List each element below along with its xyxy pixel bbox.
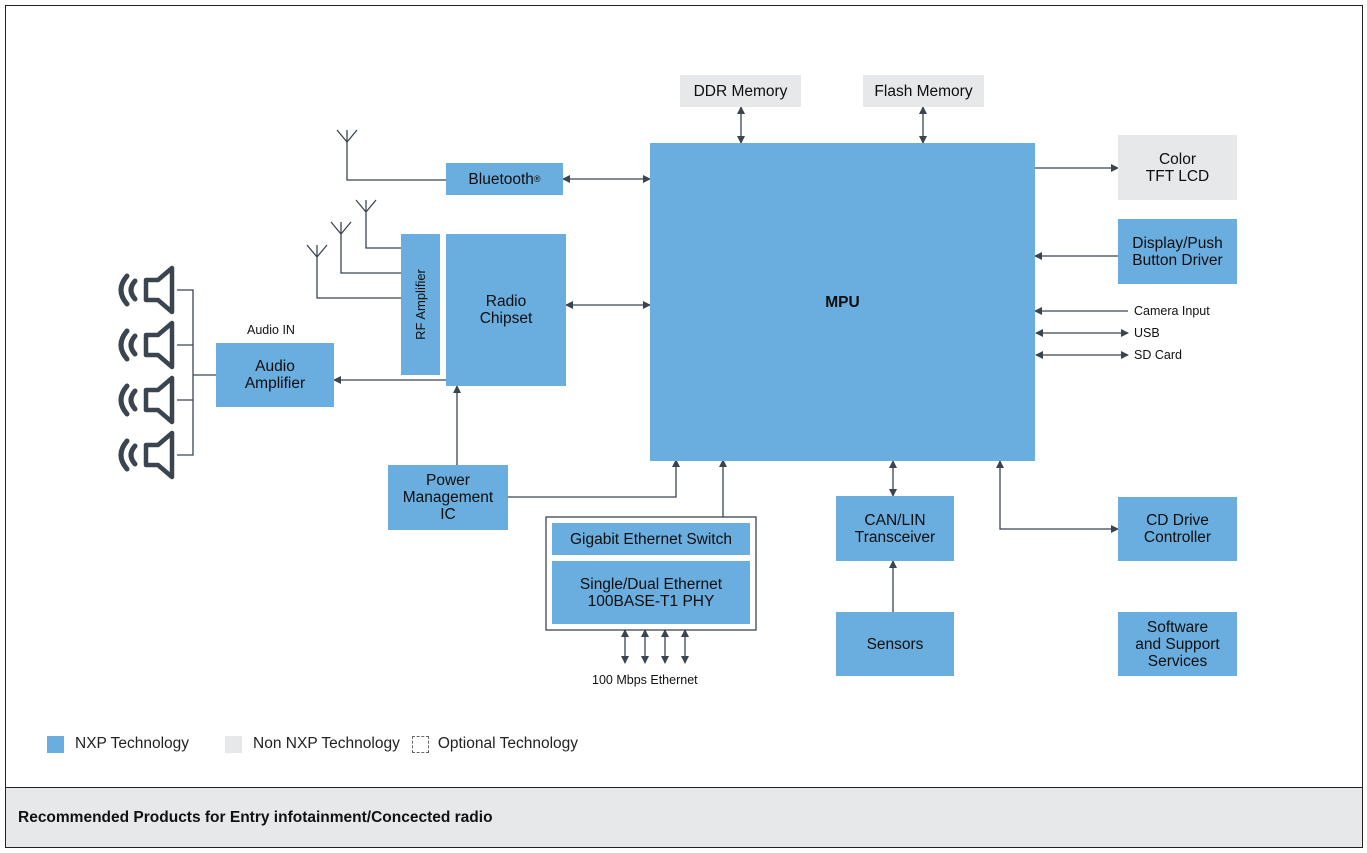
bt-antenna-icon	[336, 129, 446, 181]
radio-label-line2: Chipset	[479, 310, 533, 327]
display-label-line2: Button Driver	[1132, 251, 1223, 269]
rf-amplifier-label: RF Amplifier	[413, 269, 429, 340]
audio-amp-line2: Amplifier	[244, 375, 306, 392]
bluetooth-block: Bluetooth®	[446, 163, 563, 195]
legend-non-nxp-label: Non NXP Technology	[253, 735, 400, 752]
sd-card-label: SD Card	[1134, 348, 1182, 362]
eth-phy-line2: 100BASE-T1 PHY	[587, 592, 715, 610]
pmic-line2: Management	[402, 489, 494, 506]
tft-label-line1: Color	[1158, 150, 1197, 168]
ddr-memory-block: DDR Memory	[680, 75, 801, 107]
recommended-products-title: Recommended Products for Entry infotainm…	[18, 808, 493, 826]
ethernet-group-outline	[545, 516, 757, 631]
ddr-memory-label: DDR Memory	[693, 82, 788, 100]
cd-line1: CD Drive	[1146, 512, 1209, 529]
sw-line3: Services	[1147, 652, 1208, 670]
legend-optional-label: Optional Technology	[437, 735, 579, 752]
speaker-3-icon	[118, 375, 175, 425]
radio-chipset-block: Radio Chipset	[446, 234, 566, 386]
legend-optional-swatch	[411, 735, 429, 753]
display-label-line1: Display/Push	[1132, 234, 1223, 252]
audio-amplifier-block: Audio Amplifier	[216, 343, 334, 407]
bluetooth-registered-mark: ®	[533, 173, 541, 184]
speaker-1-icon	[118, 265, 175, 315]
software-services-block: Software and Support Services	[1118, 612, 1237, 676]
gigabit-switch-block: Gigabit Ethernet Switch	[552, 523, 750, 555]
legend-nxp-swatch	[47, 735, 64, 753]
ethernet-speed-label: 100 Mbps Ethernet	[592, 673, 698, 687]
camera-input-label: Camera Input	[1134, 304, 1210, 318]
rf-antenna-1-icon	[355, 199, 401, 249]
rf-amplifier-block: RF Amplifier	[401, 234, 440, 375]
gig-switch-label: Gigabit Ethernet Switch	[570, 530, 732, 548]
can-lin-block: CAN/LIN Transceiver	[836, 496, 954, 561]
eth-phy-line1: Single/Dual Ethernet	[579, 575, 723, 593]
radio-label-line1: Radio	[485, 293, 527, 310]
audio-in-label: Audio IN	[247, 323, 295, 337]
cd-line2: Controller	[1143, 529, 1212, 546]
mpu-block: MPU	[650, 143, 1035, 461]
ethernet-phy-block: Single/Dual Ethernet 100BASE-T1 PHY	[552, 561, 750, 624]
can-line2: Transceiver	[854, 528, 936, 546]
audio-amp-line1: Audio	[255, 358, 295, 375]
bluetooth-label: Bluetooth	[468, 170, 534, 188]
pmic-line1: Power	[426, 472, 470, 489]
cd-drive-block: CD Drive Controller	[1118, 497, 1237, 561]
sw-line1: Software	[1146, 618, 1209, 636]
rf-antenna-3-icon	[306, 244, 401, 299]
legend: NXP Technology Non NXP Technology Option…	[47, 735, 578, 753]
sw-line2: and Support	[1135, 635, 1220, 653]
power-management-block: Power Management IC	[388, 465, 508, 530]
flash-memory-label: Flash Memory	[874, 82, 973, 100]
display-driver-block: Display/Push Button Driver	[1118, 219, 1237, 284]
usb-label: USB	[1134, 326, 1160, 340]
speaker-bus	[177, 289, 216, 456]
sensors-label: Sensors	[866, 635, 924, 653]
sensors-block: Sensors	[836, 612, 954, 676]
legend-nxp-label: NXP Technology	[75, 735, 190, 752]
speaker-2-icon	[118, 320, 175, 370]
legend-non-nxp-swatch	[225, 735, 243, 753]
connectors	[118, 106, 1129, 664]
can-line1: CAN/LIN	[864, 511, 926, 529]
tft-lcd-block: Color TFT LCD	[1118, 135, 1237, 200]
flash-memory-block: Flash Memory	[863, 75, 984, 107]
tft-label-line2: TFT LCD	[1145, 167, 1210, 185]
rf-antenna-2-icon	[330, 221, 401, 274]
pmic-mpu-link	[508, 459, 680, 498]
speaker-4-icon	[118, 430, 175, 480]
recommended-products-header[interactable]: Recommended Products for Entry infotainm…	[5, 787, 1363, 848]
mpu-cd-link	[996, 460, 1119, 533]
pmic-line3: IC	[440, 506, 456, 523]
mpu-label: MPU	[825, 293, 860, 311]
